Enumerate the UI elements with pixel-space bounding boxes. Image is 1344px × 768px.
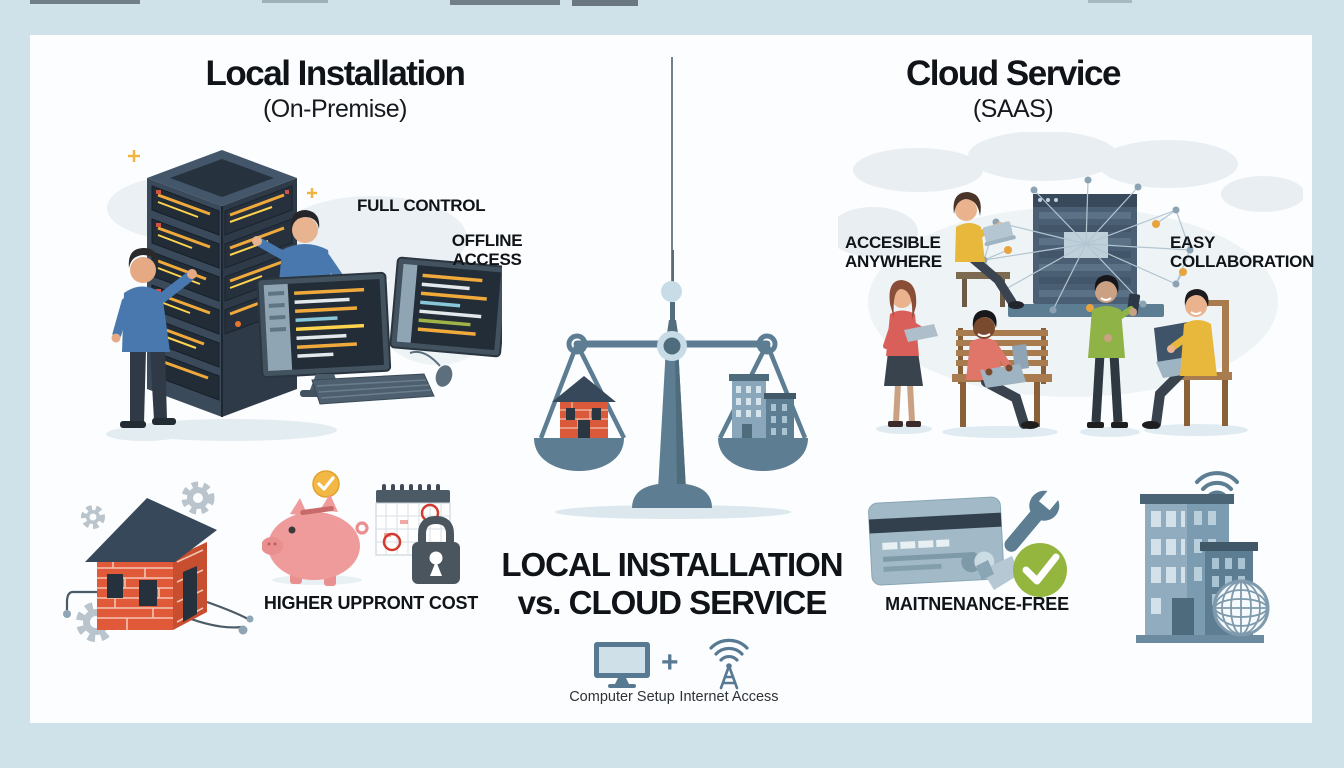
megaphone-icon [976,556,1020,590]
coin-check-icon [312,470,340,498]
cost-icons-group [262,470,460,586]
check-circle-icon [1013,543,1067,597]
scale-building-icon [729,374,796,438]
scale-hanger-line [671,57,673,283]
person-salmon-man [952,310,1052,429]
left-title: Local Installation [205,54,466,93]
technician-left [106,248,197,441]
lock-icon [412,515,460,584]
office-buildings-icon [1136,471,1270,643]
scale-house-icon [552,376,616,438]
person-green-man [1087,275,1141,428]
globe-icon [1212,579,1270,637]
mouse-icon [435,365,453,387]
maintenance-icons-group [868,485,1067,597]
piggy-bank-icon [262,494,369,586]
top-crop-mark [30,0,140,4]
antenna-icon [709,638,749,690]
top-crop-mark [450,0,560,5]
server-rack-icon [147,150,297,417]
top-crop-mark [572,0,638,6]
computer-setup-label: Computer Setup [569,689,675,705]
wrench-icon [1004,485,1063,552]
person-yellow-woman [953,192,1024,309]
right-title: Cloud Service [906,54,1121,93]
maintenance-free-label: MAITNENANCE-FREE [885,594,1069,614]
vs-title: LOCAL INSTALLATION vs. CLOUD SERVICE [501,546,843,621]
cloud-people-illustration [838,132,1303,438]
wifi-icon [1195,471,1239,498]
top-crop-mark [262,0,328,3]
credit-card-icon [868,496,1005,586]
full-control-label: FULL CONTROL [357,196,486,215]
plus-sign: + [661,646,679,679]
person-yellow-man [1142,289,1232,429]
offline-access-label: OFFLINE ACCESS [451,231,523,269]
cloud-icon [838,132,1303,257]
left-subtitle: (On-Premise) [262,95,408,123]
right-subtitle: (SAAS) [972,95,1054,123]
top-crop-mark [1088,0,1132,3]
workstation-monitors [256,256,502,405]
server-room-illustration [106,150,502,441]
scale-hanger-node [661,281,682,302]
person-red-woman [883,280,938,427]
accessible-anywhere-label: ACCESIBLE ANYWHERE [845,233,942,271]
higher-upfront-cost-label: HIGHER UPPRONT COST [263,593,479,613]
easy-collaboration-label: EASY COLLABORATION [1170,233,1315,271]
monitor-icon [594,642,650,688]
house-gears-icon [63,481,254,642]
balance-scale-illustration [534,250,808,519]
internet-access-label: Internet Access [679,689,779,705]
